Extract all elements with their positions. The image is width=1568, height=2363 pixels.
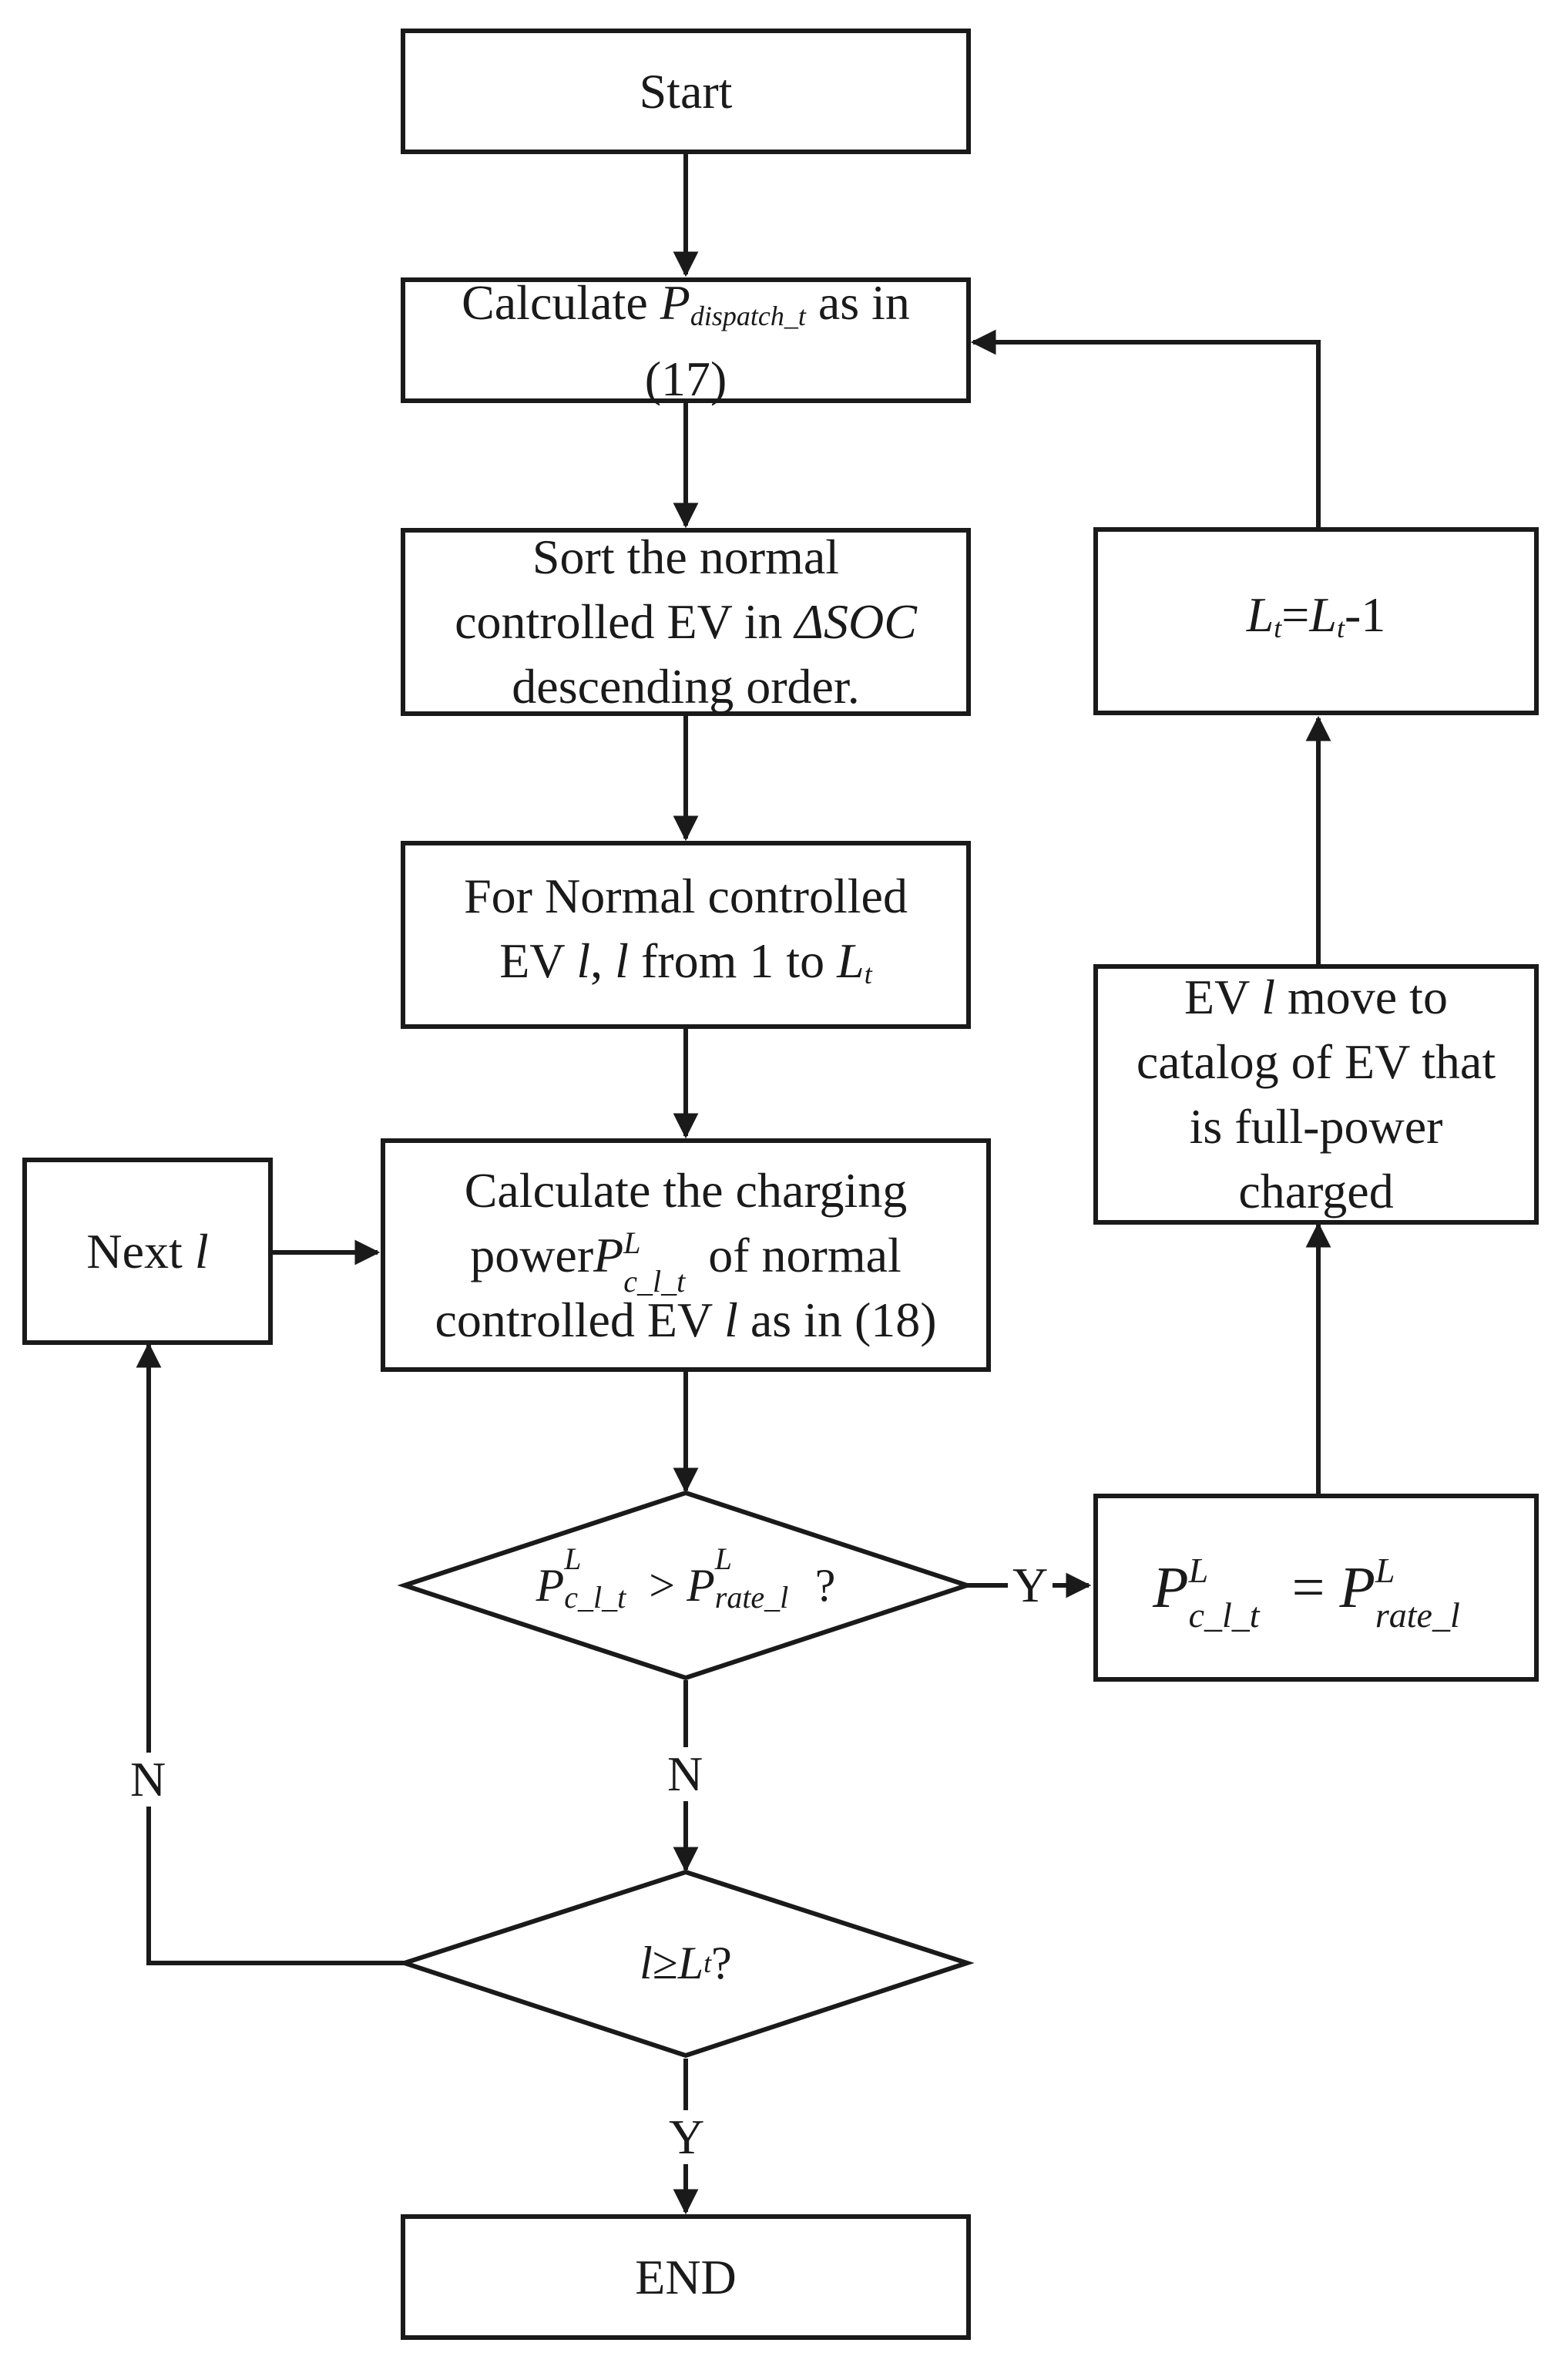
sort-line2-pre: controlled EV in [455, 594, 795, 649]
assign-rate-lhs-sup: L [1188, 1551, 1209, 1590]
decision-rate-rhs-sub: rate_l [714, 1580, 789, 1615]
sort-line3: descending order. [512, 659, 860, 714]
decision-rate-op: > [637, 1559, 687, 1611]
move-catalog-line2: catalog of EV that [1136, 1034, 1496, 1089]
decision-diamond-end [397, 1869, 975, 2059]
calc-power-line2-post: of normal [708, 1227, 902, 1282]
decision-end-rhs: L [677, 1937, 704, 1988]
for-loop-var-L: L [837, 933, 865, 988]
for-loop-var-l1: l [576, 933, 591, 988]
for-loop-text: For Normal controlled EV l, l from 1 to … [464, 864, 908, 1007]
decrement-lhs-sub: t [1274, 612, 1282, 644]
arrow-decrement-to-calc [970, 329, 1321, 527]
decision-rate-rhs-sup: L [714, 1541, 732, 1576]
arrow-no-to-next [136, 1342, 405, 1965]
decision-end-rhs-sub: t [703, 1948, 712, 1978]
decrement-box: Lt=Lt-1 [1093, 527, 1539, 715]
calc-dispatch-ref: (17) [644, 351, 727, 406]
decision-end-post: ? [711, 1937, 732, 1988]
assign-rate-rhs-sup: L [1375, 1551, 1395, 1590]
calc-power-line3-post: as in (18) [737, 1292, 937, 1347]
calc-power-line3-pre: controlled EV [435, 1292, 725, 1347]
for-loop-line2-mid: , [590, 933, 616, 988]
calc-dispatch-var-sub: dispatch_t [690, 301, 806, 331]
decrement-rhs: L [1309, 587, 1337, 642]
start-box: Start [401, 29, 971, 154]
for-loop-line2-post: from 1 to [628, 933, 838, 988]
assign-rate-rhs: P [1339, 1555, 1375, 1620]
decision-end-op: ≥ [652, 1937, 678, 1988]
sort-text: Sort the normal controlled EV in ΔSOC de… [455, 525, 917, 719]
calc-dispatch-post: as in [805, 275, 910, 330]
decision-end-var: l [640, 1937, 653, 1988]
decision-rate-lhs-sub: c_l_t [564, 1580, 626, 1615]
move-catalog-line3: is full-power [1189, 1099, 1443, 1154]
next-l-box: Next l [22, 1158, 273, 1345]
decrement-lhs: L [1246, 587, 1274, 642]
for-loop-box: For Normal controlled EV l, l from 1 to … [401, 841, 971, 1029]
move-catalog-text: EV l move to catalog of EV that is full-… [1137, 965, 1496, 1224]
decrement-text: Lt=Lt-1 [1247, 583, 1386, 660]
decision-rate-post: ? [803, 1559, 836, 1611]
decision-rate-rhs: P [687, 1559, 715, 1611]
decision-diamond-rate [397, 1490, 975, 1681]
sort-line1: Sort the normal [532, 529, 840, 584]
decision-rate-lhs: P [536, 1559, 565, 1611]
calc-power-line1: Calculate the charging [464, 1162, 908, 1218]
next-l-pre: Next [86, 1223, 195, 1279]
decrement-rhs-sub: t [1336, 612, 1345, 644]
calc-dispatch-box: Calculate Pdispatch_t as in (17) [401, 275, 971, 406]
decision-rate-lhs-sup: L [564, 1541, 582, 1576]
sort-box: Sort the normal controlled EV in ΔSOC de… [401, 528, 971, 716]
next-l-text: Next l [86, 1219, 208, 1284]
calc-dispatch-pre: Calculate [462, 275, 660, 330]
for-loop-var-l2: l [615, 933, 629, 988]
calc-power-var-l: l [724, 1292, 738, 1347]
sort-line2-var: ΔSOC [794, 594, 917, 649]
calc-power-var-sub: c_l_t [623, 1263, 686, 1299]
move-catalog-line4: charged [1238, 1164, 1394, 1218]
end-box: END [401, 2214, 971, 2340]
for-loop-line1: For Normal controlled [464, 868, 908, 923]
start-label: Start [639, 63, 733, 119]
for-loop-line2-pre: EV [499, 933, 577, 988]
move-catalog-line1-post: move to [1274, 970, 1448, 1024]
next-l-var: l [194, 1223, 209, 1279]
label-yes-right: Y [1008, 1558, 1053, 1612]
assign-rate-op: = [1277, 1555, 1340, 1620]
move-catalog-line1-pre: EV [1184, 970, 1262, 1024]
calc-power-var: P [593, 1227, 624, 1282]
move-catalog-box: EV l move to catalog of EV that is full-… [1093, 964, 1539, 1225]
end-label: END [635, 2249, 737, 2304]
decrement-post: -1 [1345, 587, 1386, 642]
decrement-eq: = [1281, 587, 1310, 642]
assign-rate-lhs: P [1153, 1555, 1189, 1620]
assign-rate-lhs-sub: c_l_t [1188, 1595, 1260, 1635]
for-loop-var-L-sub: t [864, 958, 872, 990]
move-catalog-var-l: l [1261, 970, 1275, 1024]
label-no-down: N [663, 1747, 708, 1801]
calc-dispatch-text: Calculate Pdispatch_t as in (17) [462, 271, 910, 411]
calc-dispatch-var: P [660, 275, 690, 330]
label-yes-down: Y [664, 2110, 710, 2164]
label-no-left: N [126, 1753, 171, 1807]
calc-power-line2-pre: power [470, 1227, 594, 1282]
assign-rate-rhs-sub: rate_l [1375, 1595, 1460, 1635]
calc-power-var-sup: L [623, 1225, 641, 1260]
